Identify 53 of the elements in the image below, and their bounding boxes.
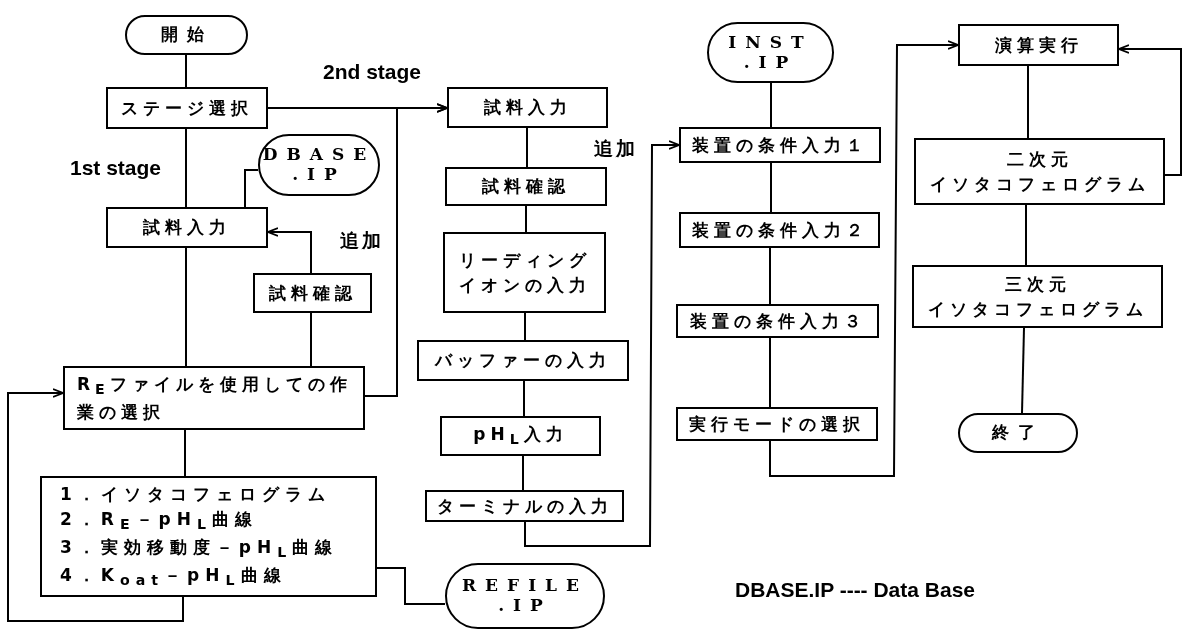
flow-line <box>185 247 187 367</box>
flow-line <box>525 205 527 233</box>
process-box: 装置の条件入力２ <box>679 212 880 248</box>
terminal-shape: DBASE .IP <box>258 134 380 196</box>
arrow <box>364 103 448 397</box>
process-box: 装置の条件入力３ <box>676 304 879 338</box>
terminal-shape: INST .IP <box>707 22 834 83</box>
arrow <box>1118 44 1182 176</box>
process-box: 装置の条件入力１ <box>679 127 881 163</box>
process-box: 二次元 イソタコフェログラム <box>914 138 1165 205</box>
flow-line <box>769 337 771 408</box>
process-box: ターミナルの入力 <box>425 490 624 522</box>
process-box: 試料確認 <box>253 273 372 313</box>
process-box: 試料確認 <box>445 167 607 206</box>
note-label: 追加 <box>594 137 638 161</box>
arrow <box>7 388 184 622</box>
flow-line <box>1021 327 1025 414</box>
flow-line <box>1025 204 1027 266</box>
process-box: バッファーの入力 <box>417 340 629 381</box>
flow-line <box>769 247 771 305</box>
process-box: 試料入力 <box>106 207 268 248</box>
flow-line <box>185 128 187 208</box>
flow-line <box>523 380 525 417</box>
process-box: ステージ選択 <box>106 87 268 129</box>
option-list-box: 1．イソタコフェログラム 2．R$_{E}$－pH$_{L}$曲線 3．実効移動度－pH$_{L}$曲線 4．K$_{oat}$－pH$_{L}$曲線 <box>40 476 377 597</box>
arrow <box>769 40 959 477</box>
flow-line <box>310 312 312 367</box>
process-box: 試料入力 <box>447 87 608 128</box>
terminal-shape: 終了 <box>958 413 1078 453</box>
process-box: リーディングイオンの入力 <box>443 232 606 313</box>
legend-note: DBASE.IP ---- Data Base <box>735 578 975 602</box>
arrow <box>524 140 680 547</box>
note-label: 追加 <box>340 229 384 253</box>
flow-line <box>1027 65 1029 139</box>
process-box: 演算実行 <box>958 24 1119 66</box>
flow-line <box>376 567 446 605</box>
flow-line <box>524 312 526 341</box>
terminal-shape: 開始 <box>125 15 248 55</box>
flow-line <box>184 429 186 477</box>
process-box: R$_{E}$ファイルを使用しての作業の選択 <box>63 366 365 430</box>
flow-line <box>526 127 528 168</box>
flow-line <box>522 455 524 491</box>
flow-line <box>244 169 259 208</box>
stage-label: 1st stage <box>70 156 162 180</box>
process-box: 三次元 イソタコフェログラム <box>912 265 1163 328</box>
process-box: pH$_{L}$入力 <box>440 416 601 456</box>
flow-line <box>770 82 772 128</box>
stage-label: 2nd stage <box>323 60 422 84</box>
flow-line <box>770 162 772 213</box>
terminal-shape: REFILE .IP <box>445 563 605 629</box>
arrow <box>267 227 312 274</box>
process-box: 実行モードの選択 <box>676 407 878 441</box>
flow-line <box>185 54 187 88</box>
